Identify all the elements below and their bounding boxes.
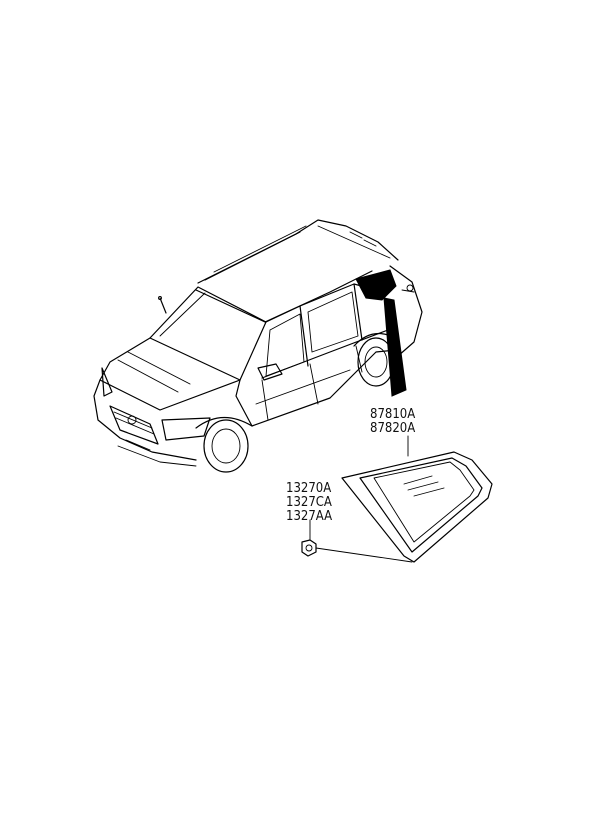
part-number-1327CA: 1327CA — [286, 495, 332, 510]
part-number-87810A: 87810A — [370, 407, 416, 422]
rear-quarter-glass-highlight — [355, 269, 397, 301]
part-number-87820A: 87820A — [370, 421, 416, 436]
callout-wedge — [383, 297, 407, 397]
nut-part — [301, 539, 317, 557]
quarter-glass-part — [341, 451, 493, 563]
part-number-1327AA: 1327AA — [286, 509, 333, 524]
vehicle-illustration — [93, 219, 423, 473]
part-number-13270A: 13270A — [286, 481, 332, 496]
leader-lines — [309, 435, 413, 563]
